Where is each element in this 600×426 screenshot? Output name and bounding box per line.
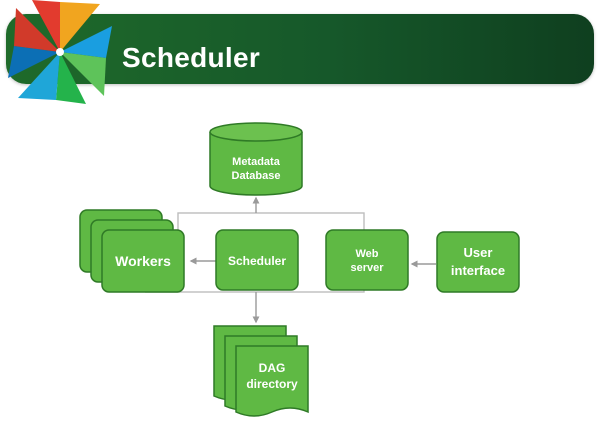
scheduler-label: Scheduler — [228, 254, 286, 268]
metadata-database-label-line2: Database — [232, 170, 281, 182]
user-interface-node: User interface — [436, 231, 520, 293]
web-server-label-line1: Web — [355, 248, 378, 260]
metadata-database-node: Metadata Database — [209, 122, 303, 196]
scheduler-node: Scheduler — [215, 229, 299, 291]
workers-node: Workers — [79, 209, 185, 293]
workers-label: Workers — [115, 253, 171, 269]
metadata-database-label-line1: Metadata — [232, 156, 281, 168]
page-title: Scheduler — [122, 42, 261, 73]
dag-directory-label-line2: directory — [246, 377, 298, 391]
web-server-label-line2: server — [350, 262, 384, 274]
web-server-node: Web server — [325, 229, 409, 291]
pinwheel-logo-icon — [8, 0, 112, 104]
user-interface-label-line1: User — [464, 245, 493, 260]
dag-directory-label-line1: DAG — [259, 361, 286, 375]
user-interface-label-line2: interface — [451, 263, 505, 278]
dag-directory-node: DAG directory — [213, 325, 309, 417]
